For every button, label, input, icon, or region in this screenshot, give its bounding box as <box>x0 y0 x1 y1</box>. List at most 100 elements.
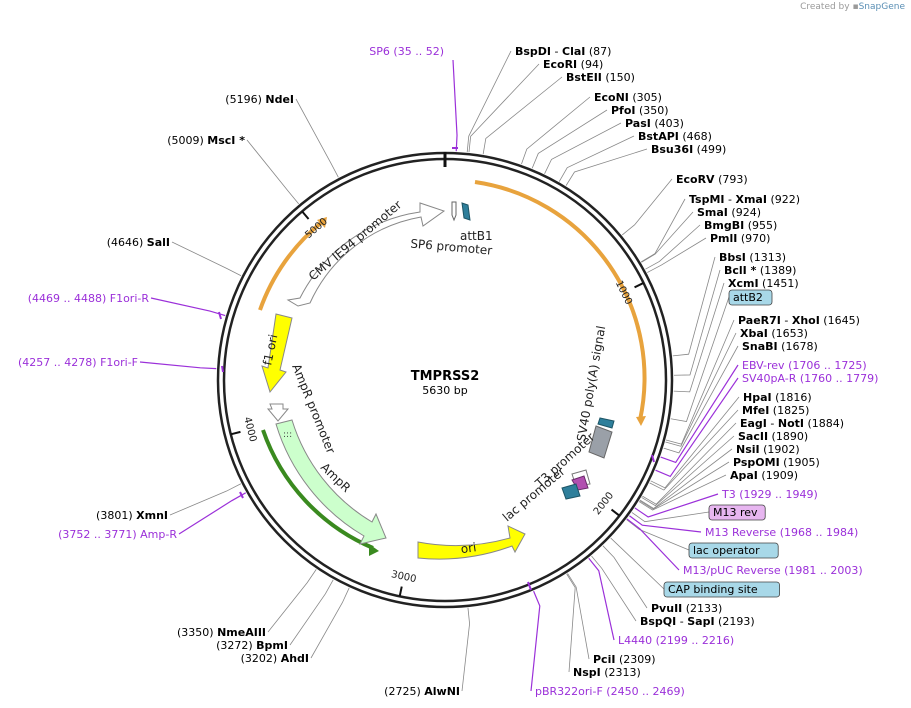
site-name: PvuII <box>651 602 682 615</box>
leader-line <box>639 461 730 510</box>
site-label-bbsi: BbsI (1313) <box>719 251 786 264</box>
leader-line <box>246 139 300 205</box>
leader-line <box>544 122 622 174</box>
tick-label: 1000 <box>613 279 634 307</box>
f1-orf-arc <box>258 220 324 311</box>
site-label-text: XcmI (1451) <box>728 277 799 290</box>
site-label-xcmi: XcmI (1451) <box>728 277 799 290</box>
leader-line <box>558 135 635 182</box>
site-label-text: PmlI (970) <box>710 232 770 245</box>
site-label-text: (4469 .. 4488) F1ori-R <box>28 292 150 305</box>
site-position: (5196) <box>225 93 265 106</box>
site-label-text: PfoI (350) <box>611 104 669 117</box>
site-position: (3350) <box>177 626 217 639</box>
ori-label: ori <box>460 540 477 556</box>
leader-line <box>565 148 648 186</box>
site-name: BspQI <box>640 615 676 628</box>
site-position: (305) <box>629 91 662 104</box>
leader-line <box>171 241 242 277</box>
site-label-text: PvuII (2133) <box>651 602 722 615</box>
tick-label: 2000 <box>592 490 616 517</box>
site-label-ampr: (3752 .. 3771) Amp-R <box>58 528 177 541</box>
site-label-text: EcoRV (793) <box>676 173 748 186</box>
site-name: SV40pA-R <box>742 372 797 385</box>
site-position: (1645) <box>820 314 860 327</box>
site-label-alwni: (2725) AlwNI <box>384 685 460 698</box>
site-label-text: PaeR7I - XhoI (1645) <box>738 314 860 327</box>
feature-tag <box>728 289 773 306</box>
site-name: NsiI <box>736 443 760 456</box>
site-position: (3752 .. 3771) <box>58 528 140 541</box>
f1ori-f-primer-tick <box>221 365 224 373</box>
leader-line <box>665 332 737 447</box>
site-position: (3272) <box>216 639 256 652</box>
site-position: (1451) <box>759 277 799 290</box>
site-label-text: lac operator <box>693 544 760 557</box>
leader-line <box>466 50 512 153</box>
site-name-alt: NotI <box>778 417 804 430</box>
site-name: BclI * <box>724 264 757 277</box>
tick-mark <box>230 430 241 436</box>
site-position: (1816) <box>772 391 812 404</box>
site-label-t3: T3 (1929 .. 1949) <box>721 488 818 501</box>
site-label-ahdi: (3202) AhdI <box>241 652 309 665</box>
site-name: M13 rev <box>713 506 758 519</box>
site-name: SalI <box>147 236 170 249</box>
leader-line <box>645 224 701 270</box>
site-position: (87) <box>585 45 611 58</box>
site-label-text: EcoNI (305) <box>594 91 662 104</box>
ampr-promoter-feature <box>266 403 290 422</box>
site-label-text: PasI (403) <box>625 117 684 130</box>
site-name: EBV-rev <box>742 359 785 372</box>
site-name: F1ori-R <box>110 292 150 305</box>
site-separator: - <box>767 417 778 430</box>
site-label-sv40par: SV40pA-R (1760 .. 1779) <box>742 372 878 385</box>
site-name: Amp-R <box>140 528 177 541</box>
site-labels: SP6 (35 .. 52)BspDI - ClaI (87)EcoRI (94… <box>18 45 878 698</box>
site-label-bsteii: BstEII (150) <box>566 71 635 84</box>
site-name: attB2 <box>733 291 763 304</box>
leader-line <box>567 573 590 660</box>
site-label-bstapi: BstAPI (468) <box>638 130 712 143</box>
site-separator: - <box>676 615 687 628</box>
leader-line <box>673 282 725 393</box>
leader-line <box>566 573 576 673</box>
site-label-lacop: lac operator <box>688 542 779 559</box>
leader-line <box>660 364 739 464</box>
site-label-nspi: NspI (2313) <box>573 666 641 679</box>
site-position: (922) <box>767 193 800 206</box>
site-name: EcoRV <box>676 173 715 186</box>
leader-line <box>655 377 739 478</box>
site-position: (924) <box>728 206 761 219</box>
site-name: PmlI <box>710 232 737 245</box>
site-name: PspOMI <box>733 456 780 469</box>
site-name: PasI <box>625 117 651 130</box>
site-label-l4440: L4440 (2199 .. 2216) <box>618 634 734 647</box>
amp-r-primer-tick <box>239 491 244 499</box>
site-name: CAP binding site <box>668 583 758 596</box>
site-position: (94) <box>577 58 603 71</box>
site-label-f1orif: (4257 .. 4278) F1ori-F <box>18 356 138 369</box>
site-label-nsii: NsiI (1902) <box>736 443 800 456</box>
leader-line <box>641 435 735 507</box>
site-label-tspmi: TspMI - XmaI (922) <box>689 193 800 206</box>
site-name: BpmI <box>256 639 288 652</box>
leader-line <box>638 474 727 511</box>
site-label-text: EBV-rev (1706 .. 1725) <box>742 359 867 372</box>
site-position: (955) <box>744 219 777 232</box>
site-label-text: SP6 (35 .. 52) <box>369 45 444 58</box>
site-label-sacii: SacII (1890) <box>738 430 808 443</box>
leader-line <box>461 607 470 692</box>
site-position: (4257 .. 4278) <box>18 356 100 369</box>
site-label-m13rev: M13 rev <box>708 504 766 521</box>
leader-line <box>468 63 540 153</box>
pbr322-primer-tick <box>527 581 532 591</box>
site-label-ndei: (5196) NdeI <box>225 93 294 106</box>
site-label-bspqi: BspQI - SapI (2193) <box>640 615 755 628</box>
leader-line <box>626 519 690 551</box>
site-name: SacII <box>738 430 768 443</box>
site-separator: - <box>781 314 792 327</box>
site-label-paer7i: PaeR7I - XhoI (1645) <box>738 314 860 327</box>
site-position: (1909) <box>758 469 798 482</box>
